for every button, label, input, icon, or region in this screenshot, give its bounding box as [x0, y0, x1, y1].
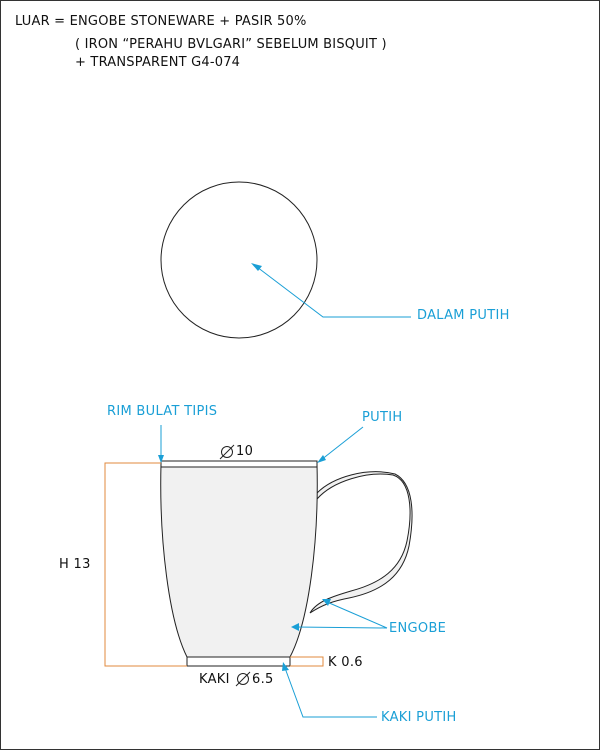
arrow-engobe-handle	[322, 599, 331, 606]
dimension-foot-label: KAKI	[199, 672, 230, 687]
callout-engobe: ENGOBE	[389, 621, 447, 636]
mug-top-view	[160, 181, 318, 339]
dimension-foot-diameter: 6.5	[252, 672, 274, 687]
leader-rim-color	[320, 426, 364, 461]
mug-rim	[160, 460, 318, 468]
dimension-top-diameter: 10	[236, 444, 254, 459]
arrow-engobe-body	[291, 623, 299, 631]
dimension-height-bracket	[104, 462, 187, 667]
mug-foot	[186, 656, 291, 667]
dimension-foot-bracket	[290, 656, 324, 667]
leader-engobe-body	[295, 626, 388, 629]
arrow-rim	[158, 455, 164, 463]
leader-engobe-handle	[326, 601, 388, 629]
note-iron-detail: ( IRON “PERAHU BVLGARI” SEBELUM BISQUIT …	[75, 37, 387, 52]
diameter-symbol-foot	[235, 671, 251, 687]
leader-foot	[284, 667, 377, 718]
arrow-rim-color	[317, 455, 326, 463]
leader-inside	[256, 266, 411, 318]
dimension-foot-height: K 0.6	[328, 655, 363, 670]
mug-handle	[309, 471, 413, 614]
arrow-foot	[282, 662, 289, 671]
note-outer-finish: LUAR = ENGOBE STONEWARE + PASIR 50%	[15, 14, 307, 29]
diameter-symbol-top	[219, 444, 235, 460]
arrow-inside	[251, 263, 262, 271]
note-glaze: + TRANSPARENT G4-074	[75, 55, 241, 70]
callout-rim-white: PUTIH	[362, 410, 403, 425]
callout-foot-white: KAKI PUTIH	[381, 710, 457, 725]
callout-thin-round-rim: RIM BULAT TIPIS	[107, 404, 218, 419]
callout-inside-white: DALAM PUTIH	[417, 308, 510, 323]
dimension-height: H 13	[59, 557, 91, 572]
